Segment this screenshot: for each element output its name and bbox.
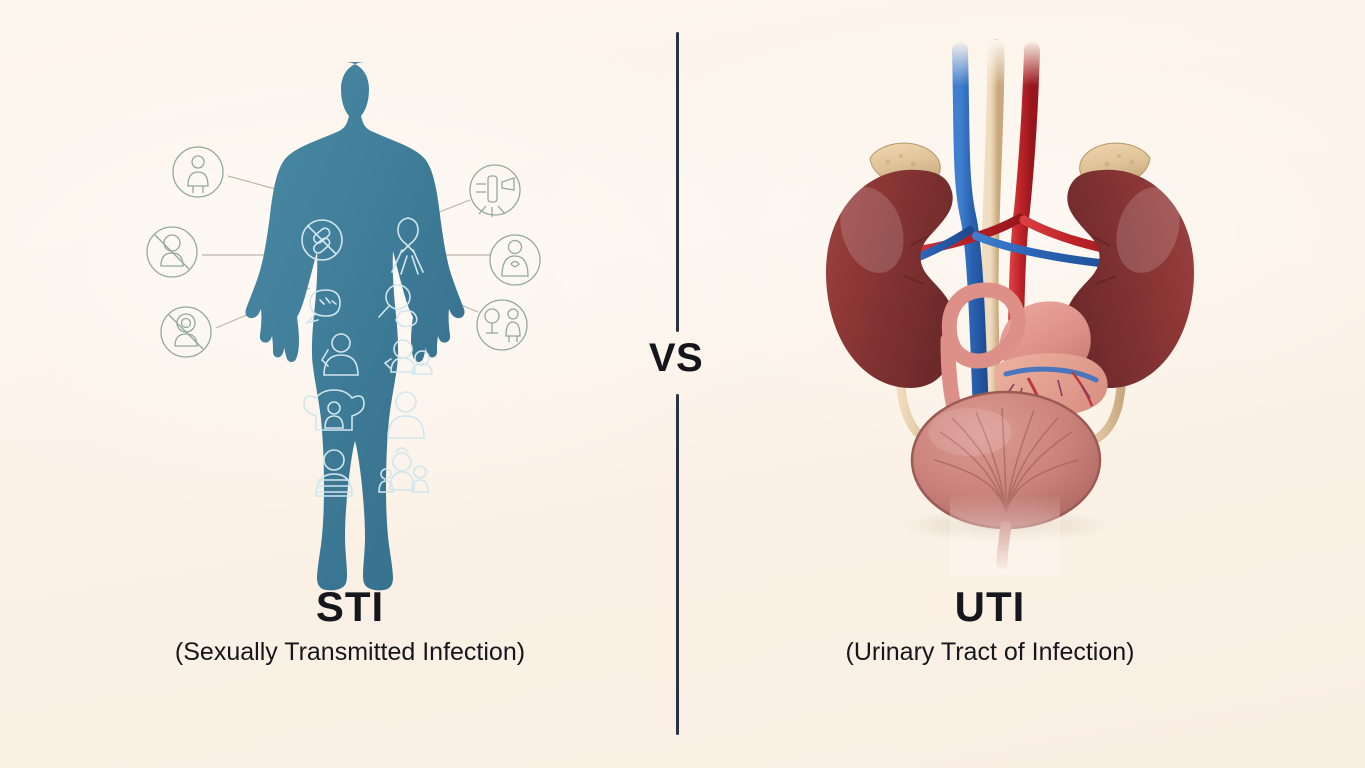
uti-subtitle: (Urinary Tract of Infection): [845, 638, 1135, 666]
no-target-circle-icon[interactable]: [160, 306, 212, 358]
kidney-clefts: [903, 235, 1117, 285]
human-silhouette: [245, 62, 465, 591]
uti-title: UTI: [954, 583, 1026, 630]
sti-caption: STI (Sexually Transmitted Infection): [100, 586, 600, 665]
person-test-icon: [320, 333, 359, 376]
divider-line-bottom: [676, 394, 679, 735]
checkup-circle-icon[interactable]: [476, 299, 528, 351]
family-shield-icon: [303, 389, 365, 431]
lab-test-circle-icon[interactable]: [469, 164, 521, 217]
bladder-highlight: [928, 408, 1012, 456]
person-plain-icon: [387, 391, 425, 439]
kidney-highlights: [840, 187, 1180, 273]
circle-icon-group-left: [146, 146, 224, 358]
body-icon-group: [301, 217, 433, 497]
speech-bubble-icon: [304, 289, 341, 325]
versus-label: VS: [648, 336, 704, 380]
divider-line-top: [676, 32, 679, 332]
right-kidney: [1064, 169, 1194, 388]
left-kidney: [826, 169, 956, 388]
no-pills-icon: [301, 219, 343, 261]
magnifier-person-icon: [378, 284, 418, 328]
group-people-icon: [378, 447, 429, 493]
uti-illustration: [800, 39, 1220, 580]
sti-subtitle: (Sexually Transmitted Infection): [174, 638, 526, 666]
uti-caption: UTI (Urinary Tract of Infection): [760, 586, 1220, 665]
ribbon-icon: [391, 217, 424, 275]
sti-title: STI: [315, 583, 385, 630]
circle-icon-group-right: [469, 164, 541, 351]
vessel-bottom-fade: [950, 495, 1060, 575]
versus-badge: VS: [628, 336, 724, 381]
person-circle-icon[interactable]: [172, 146, 224, 198]
pregnant-circle-icon[interactable]: [489, 234, 541, 286]
duodenum: [941, 282, 1026, 369]
no-person-circle-icon[interactable]: [146, 226, 198, 278]
sti-illustration: [130, 50, 600, 591]
couple-icon: [383, 339, 433, 375]
vessel-top-fade: [940, 40, 1060, 86]
person-record-icon: [315, 449, 353, 497]
